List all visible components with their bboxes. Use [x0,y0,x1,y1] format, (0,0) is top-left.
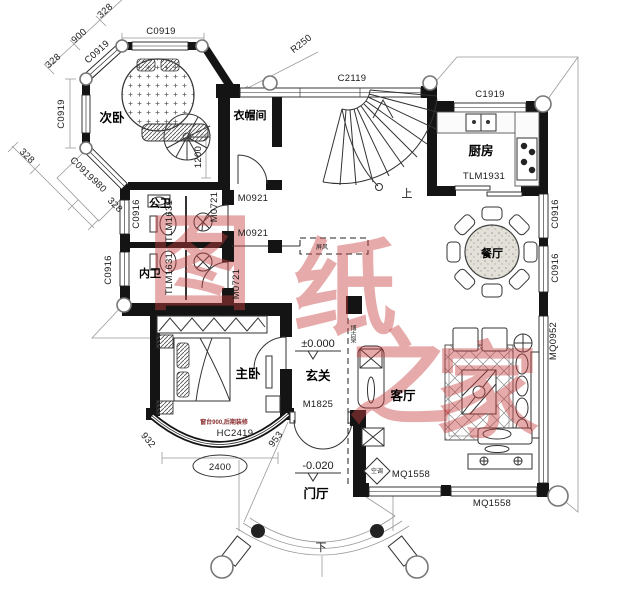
watermark-char-3: 之 [348,317,452,440]
entrance-steps [210,515,429,579]
windows [81,41,549,497]
label-window-c0916-right-1: C0916 [550,199,561,229]
label-window-c0916-left-2: C0916 [103,255,114,285]
label-room-private-bath: 内卫 [139,266,161,280]
watermark: 图 纸 之 家 [148,202,539,453]
label-room-secondary-bedroom: 次卧 [99,110,125,125]
master-bedroom-furniture [156,315,281,415]
stair-up-label: 上 [402,187,413,200]
main-staircase [322,89,438,191]
label-door-tlm1631-2: TLM1631 [164,253,175,295]
label-room-dining: 餐厅 [480,246,503,260]
label-door-tlm1931: TLM1931 [463,171,505,182]
label-window-hc2419: HC2419 [217,428,254,439]
dim-932: 932 [138,430,157,450]
dim-328-tl-b: 328 [43,51,63,70]
room-labels: 次卧 衣帽间 厨房 餐厅 公卫 内卫 主卧 玄关 客厅 门厅 [99,108,503,501]
screen-label: 屏风 [316,244,328,251]
label-window-mq1558-side: MQ1558 [392,469,430,480]
label-room-foyer: 门厅 [303,486,329,501]
watermark-char-4: 家 [435,330,539,453]
label-window-c1919: C1919 [475,89,505,100]
label-room-kitchen: 厨房 [468,143,493,158]
dim-2400: 2400 [209,462,231,473]
level-markers [295,350,341,482]
steps-down-label: 下 [316,542,327,554]
label-door-m0921-1: M0921 [238,193,269,204]
label-window-c0916-right-2: C0916 [550,253,561,283]
label-room-living-room: 客厅 [389,388,416,403]
label-room-entry-hall: 玄关 [305,368,331,383]
label-window-mq0952: MQ0952 [548,322,559,360]
living-room-furniture [363,327,540,485]
screen-partition [232,237,385,484]
label-room-master-bedroom: 主卧 [235,366,261,381]
annotation-labels: ±0.000 -0.020 上 下 屏风 博古架 空调 窗台900,后期装修 [200,187,412,554]
bathroom-fixtures [147,194,229,300]
column-rings [79,39,569,507]
ac-label: 空调 [371,467,383,475]
level-foyer: -0.020 [302,460,333,472]
label-door-m0921-2: M0921 [238,228,269,239]
label-radius-r250: R250 [289,32,315,55]
label-window-mq1558-bottom: MQ1558 [473,498,511,509]
label-window-c0916-left-1: C0916 [131,199,142,229]
label-room-cloakroom: 衣帽间 [234,108,267,122]
dim-328-bl-a: 328 [17,146,37,166]
label-room-public-bath: 公卫 [149,197,171,210]
dim-1200: 1200 [193,146,204,168]
label-door-m1825: M1825 [303,399,334,410]
label-door-m0721-2: M0721 [231,269,242,300]
watermark-char-1: 图 [148,202,252,325]
level-ground: ±0.000 [301,338,335,350]
kitchen-counter [436,111,540,187]
round-bed [121,58,209,142]
label-window-c0919-left: C0919 [56,99,67,129]
label-door-m0721-1: M0721 [209,192,220,223]
label-door-tlm1631-1: TLM1631 [164,200,175,242]
label-window-c0919-top: C0919 [146,26,176,37]
shelf-label: 博古架 [349,324,356,344]
sill-note: 窗台900,后期装修 [200,418,249,426]
watermark-char-2: 纸 [293,227,397,350]
dining-table [446,206,538,298]
label-window-c2119: C2119 [338,73,367,84]
